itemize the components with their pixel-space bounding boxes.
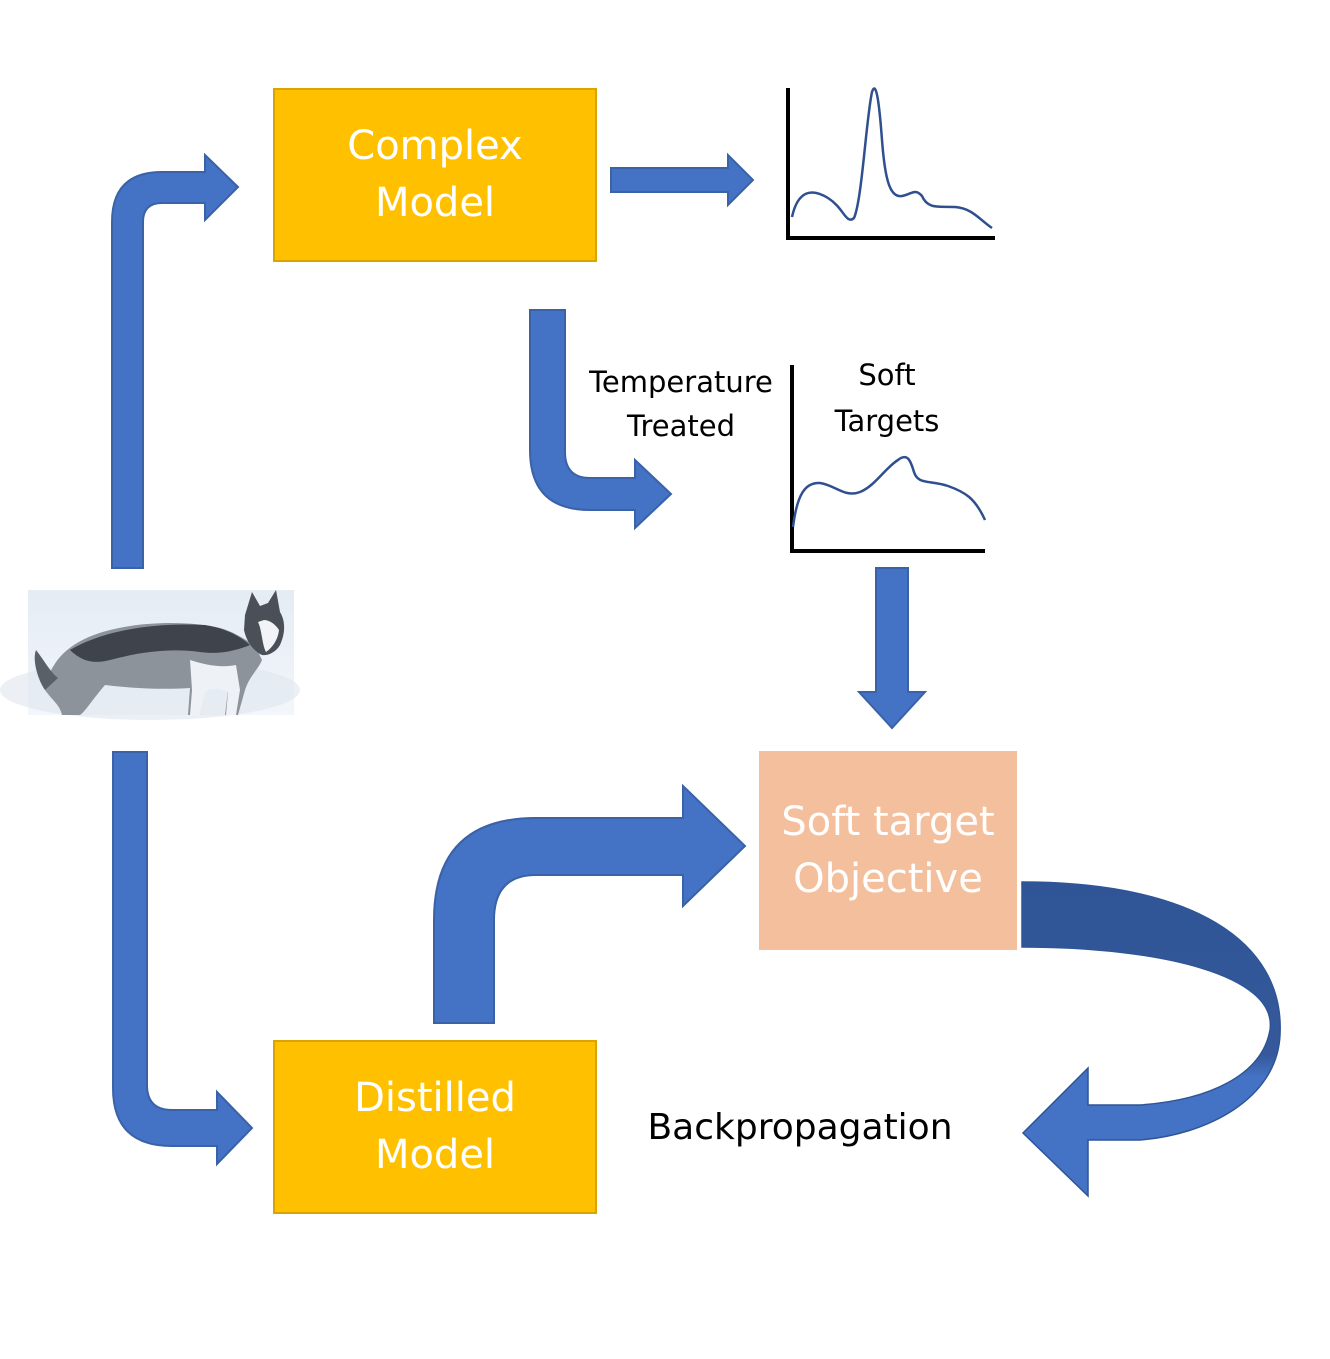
soft-chart-curve bbox=[791, 455, 987, 528]
soft-targets-chart bbox=[790, 365, 987, 553]
arrow-input-to-complex-model bbox=[111, 152, 240, 569]
temperature-label-line1: Temperature bbox=[589, 365, 773, 399]
soft-target-objective-box: Soft target Objective bbox=[759, 751, 1017, 950]
arrow-temperature-treated bbox=[529, 309, 673, 531]
distilled-model-box: Distilled Model bbox=[273, 1040, 597, 1214]
temperature-label-line2: Treated bbox=[627, 409, 735, 443]
husky-input-image bbox=[0, 590, 300, 720]
output-chart-curve bbox=[790, 87, 993, 230]
arrow-input-to-distilled-model bbox=[112, 751, 254, 1167]
arrow-distilled-to-objective bbox=[433, 783, 747, 1024]
complex-model-label-line2: Model bbox=[374, 180, 496, 226]
arrow-complex-model-to-output bbox=[610, 152, 755, 208]
complex-model-box: Complex Model bbox=[273, 88, 597, 262]
soft-targets-label-line2: Targets bbox=[834, 404, 940, 438]
backpropagation-label: Backpropagation bbox=[647, 1107, 953, 1148]
complex-model-label-line1: Complex bbox=[347, 123, 523, 169]
arrow-backpropagation bbox=[1021, 881, 1281, 1198]
soft-targets-label-line1: Soft bbox=[858, 358, 916, 392]
distilled-model-label-line2: Model bbox=[374, 1132, 496, 1178]
output-distribution-chart bbox=[786, 87, 995, 240]
distilled-model-label-line1: Distilled bbox=[354, 1075, 516, 1121]
soft-target-objective-line2: Objective bbox=[793, 855, 983, 902]
soft-target-objective-line1: Soft target bbox=[781, 798, 995, 845]
arrow-soft-targets-to-objective bbox=[856, 567, 928, 730]
temperature-treated-label: Temperature Treated bbox=[580, 360, 782, 448]
soft-targets-label: Soft Targets bbox=[818, 352, 956, 444]
